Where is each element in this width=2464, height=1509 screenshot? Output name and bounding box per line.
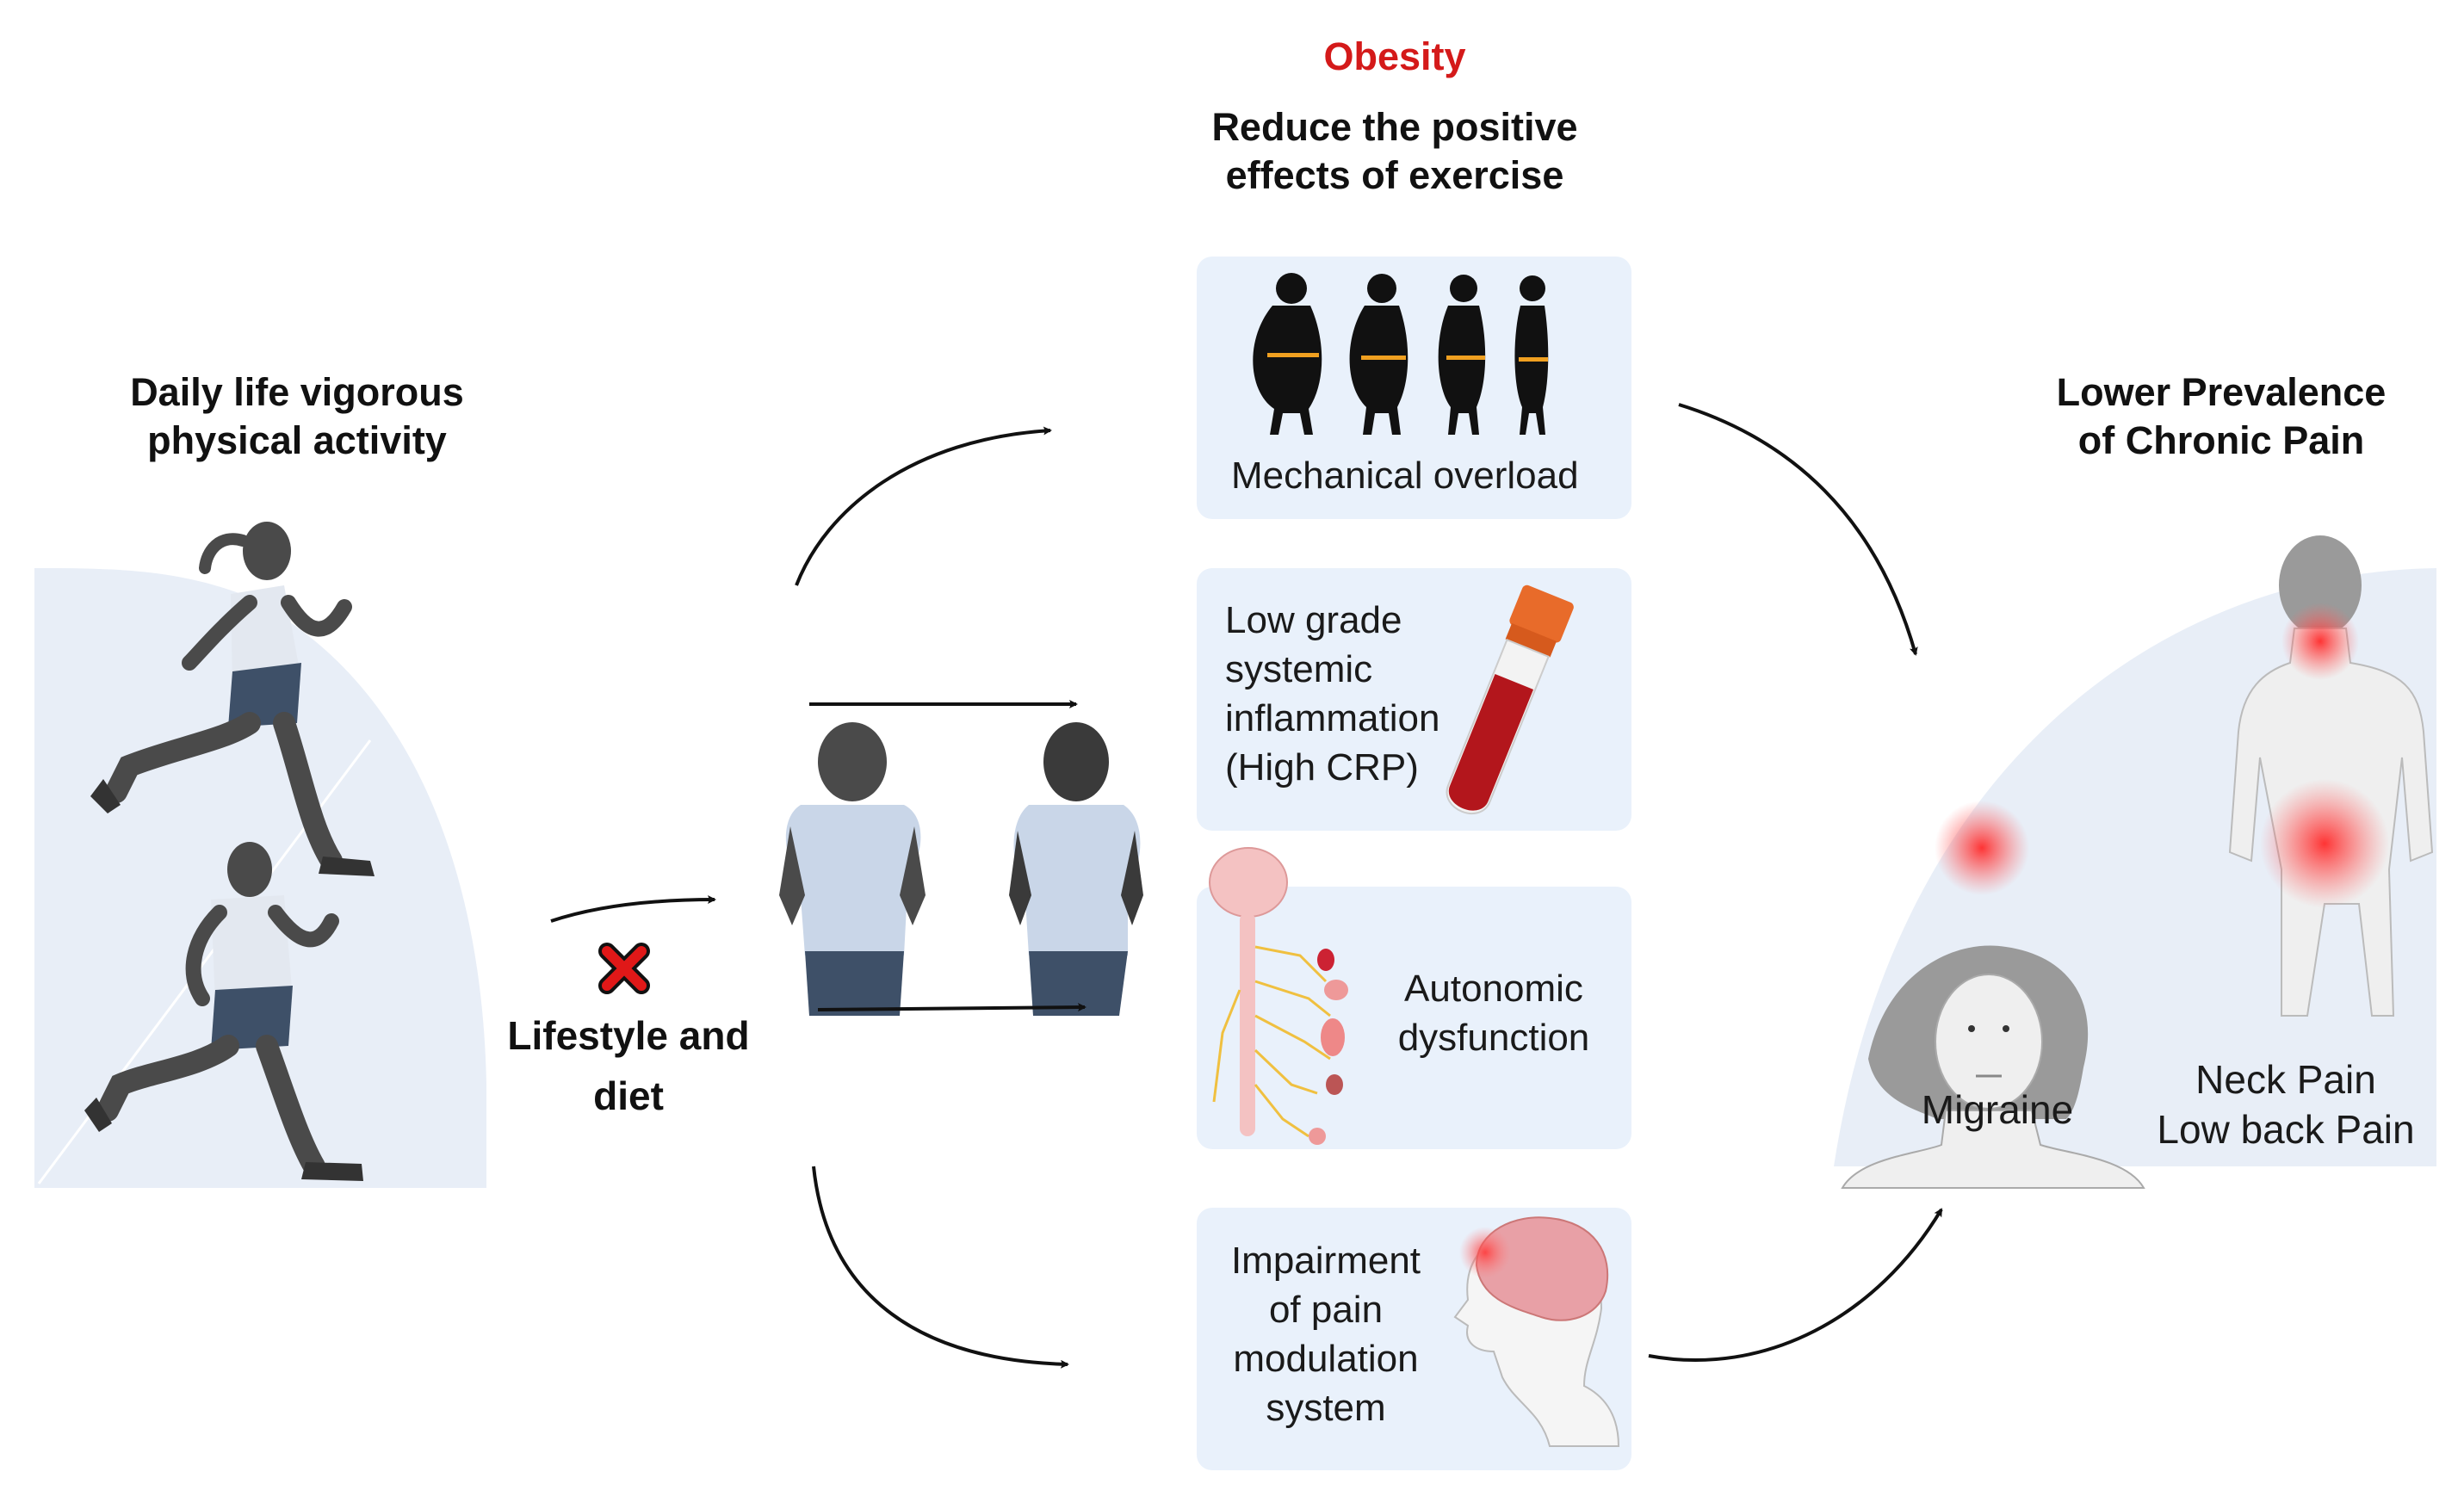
pain-modulation-label: Impairment of pain modulation system <box>1205 1236 1446 1432</box>
inflammation-line4: (High CRP) <box>1225 746 1419 789</box>
lifestyle-line1: Lifestyle and <box>507 1013 750 1058</box>
arrow-to-autonomic <box>817 1003 1087 1012</box>
obese-male-figure-icon <box>779 722 926 1016</box>
low-back-pain-glow <box>2260 779 2389 908</box>
lifestyle-line2: diet <box>593 1073 664 1118</box>
right-title-line1: Lower Prevalence <box>2056 370 2387 414</box>
mechanism-box-autonomic <box>1197 887 1631 1149</box>
autonomic-label: Autonomic dysfunction <box>1377 964 1610 1062</box>
right-title-line2: of Chronic Pain <box>2077 418 2365 462</box>
blood-tube-icon <box>1446 584 1574 814</box>
red-x-icon <box>598 943 650 994</box>
lifestyle-diet-label: Lifestyle and diet <box>482 1005 775 1126</box>
neck-pain-glow <box>2281 603 2359 680</box>
obese-female-figure-icon <box>1009 722 1143 1016</box>
obesity-subtitle: Reduce the positive effects of exercise <box>1145 103 1644 200</box>
neck-pain-label: Neck Pain <box>2195 1057 2376 1102</box>
neck-back-pain-label: Neck Pain Low back Pain <box>2127 1054 2445 1154</box>
arrow-mechanical-to-outcome <box>1678 403 1918 656</box>
left-title-line2: physical activity <box>147 418 447 462</box>
brain-head-icon <box>1453 1216 1620 1447</box>
arrow-to-mechanical <box>795 426 1052 586</box>
pain-modulation-line4: system <box>1266 1387 1386 1429</box>
pain-modulation-line3: modulation <box>1233 1338 1419 1380</box>
low-back-pain-label: Low back Pain <box>2157 1107 2415 1152</box>
arrows <box>550 403 1943 1369</box>
arrow-to-pain-modulation <box>812 1166 1069 1369</box>
inflammation-line3: inflammation <box>1225 697 1440 739</box>
autonomic-line1: Autonomic <box>1404 968 1583 1010</box>
left-title-line1: Daily life vigorous <box>130 370 464 414</box>
inflammation-line2: systemic <box>1225 648 1373 690</box>
obesity-subtitle-line1: Reduce the positive <box>1211 105 1578 149</box>
nervous-system-icon <box>1209 847 1348 1145</box>
obesity-label: Obesity <box>1323 34 1466 78</box>
female-runner-icon <box>90 522 375 876</box>
body-silhouettes-icon <box>1253 273 1549 435</box>
autonomic-line2: dysfunction <box>1397 1017 1590 1059</box>
pain-modulation-line2: of pain <box>1268 1289 1384 1331</box>
mechanical-overload-label: Mechanical overload <box>1231 455 1579 497</box>
male-runner-icon <box>84 842 363 1181</box>
inflammation-label: Low grade systemic inflammation (High CR… <box>1225 596 1501 792</box>
pain-modulation-line1: Impairment <box>1230 1240 1421 1282</box>
migraine-label: Migraine <box>1921 1087 2074 1132</box>
inflammation-line1: Low grade <box>1225 599 1402 641</box>
arrow-lifestyle <box>550 895 716 923</box>
left-panel-title: Daily life vigorous physical activity <box>69 368 525 465</box>
obesity-subtitle-line2: effects of exercise <box>1225 153 1564 197</box>
arrow-pain-to-outcome <box>1648 1208 1943 1363</box>
migraine-glow <box>1935 801 2029 895</box>
woman-face-icon <box>1841 945 2145 1189</box>
right-panel-title: Lower Prevalence of Chronic Pain <box>1980 368 2462 465</box>
